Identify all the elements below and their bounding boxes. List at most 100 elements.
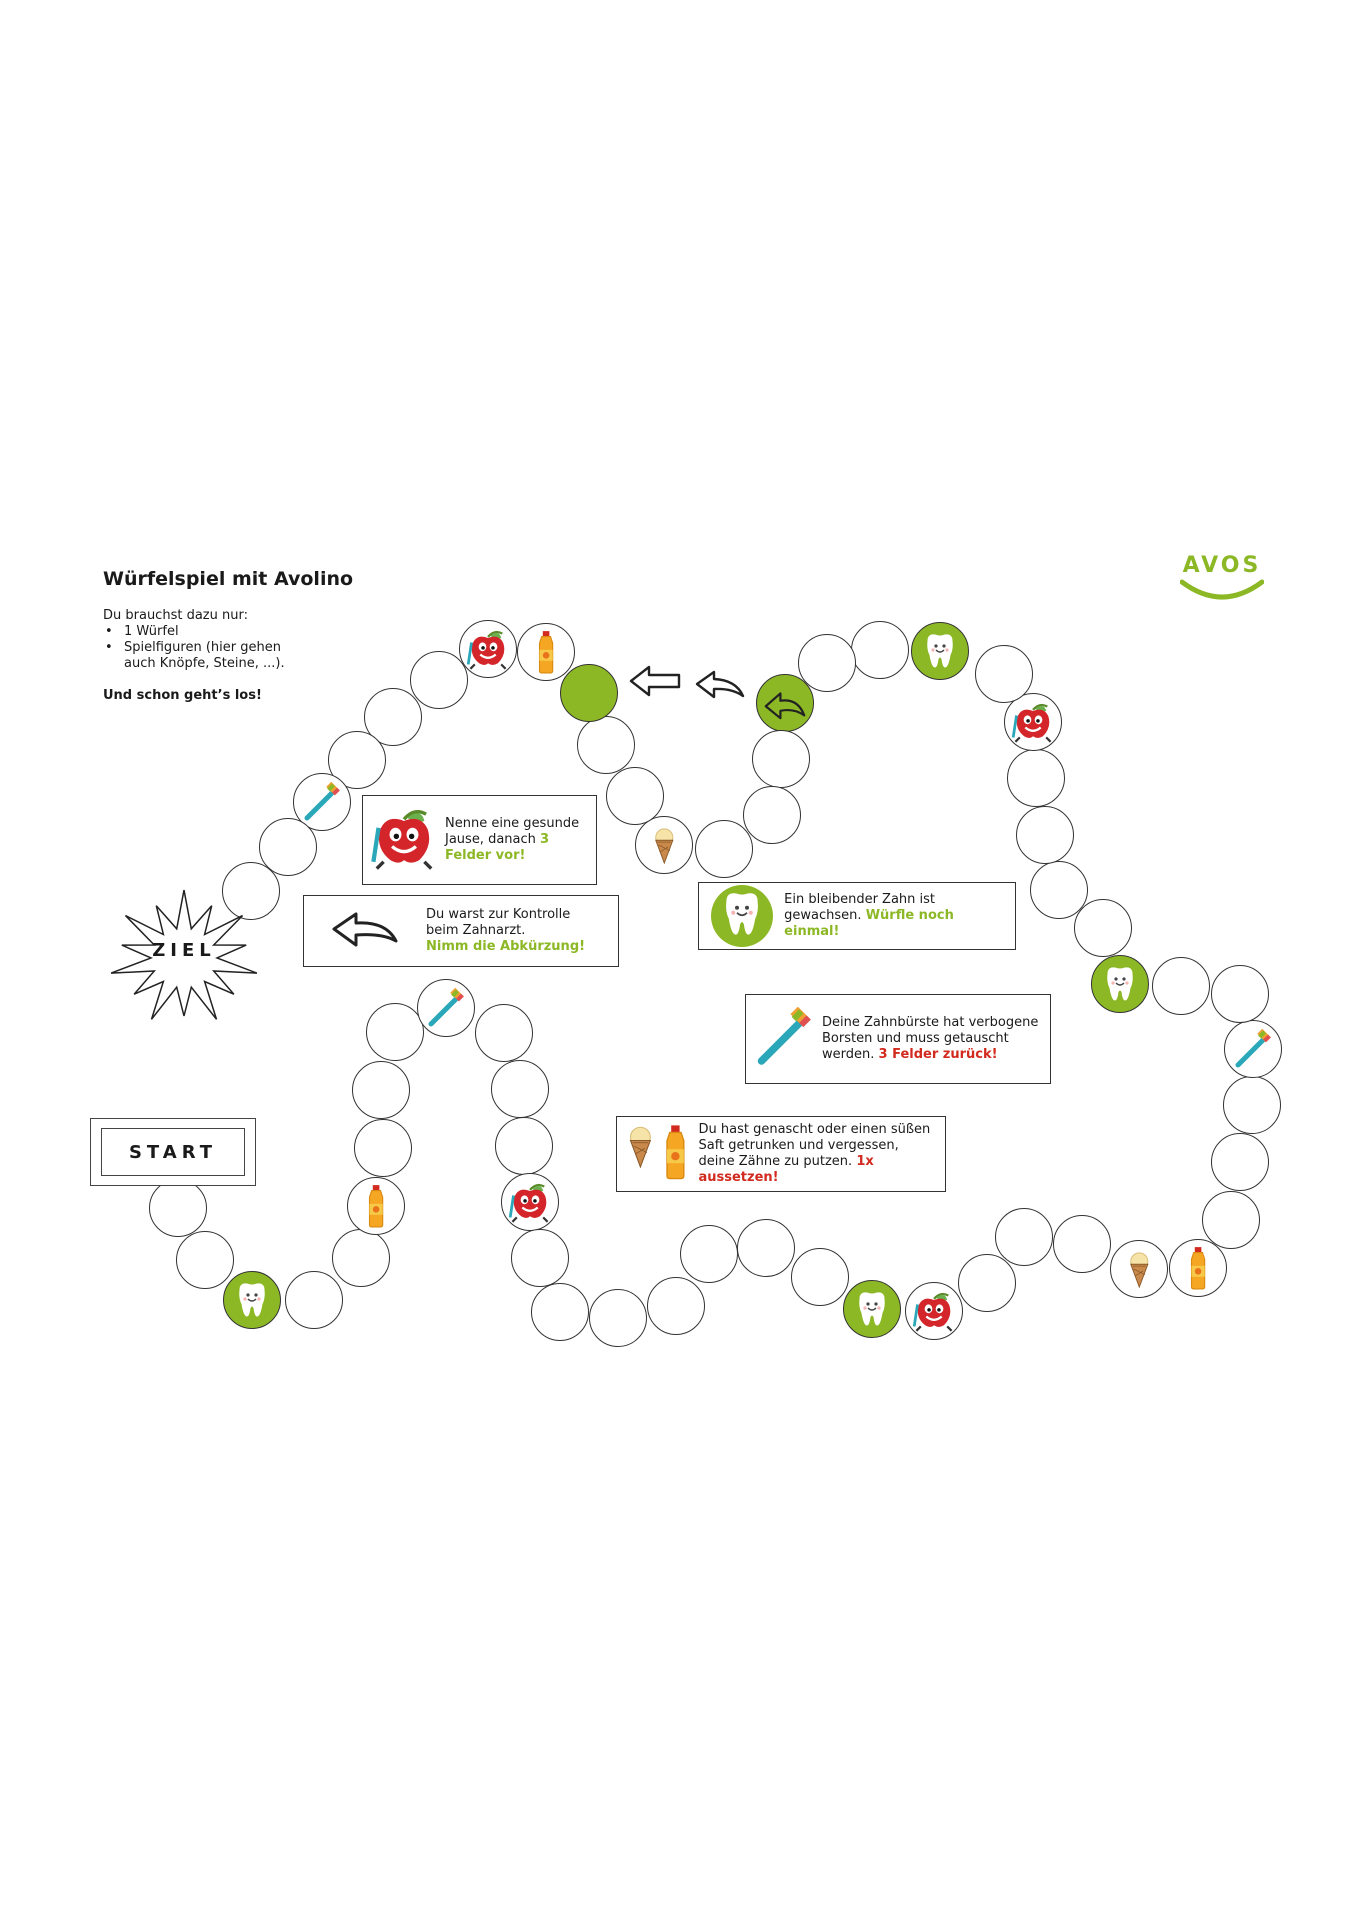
- tooth-icon: [1100, 964, 1140, 1004]
- field[interactable]: [695, 820, 753, 878]
- field-toothbrush[interactable]: [417, 979, 475, 1037]
- field[interactable]: [1053, 1215, 1111, 1273]
- shortcut-arrow-icon: [695, 670, 745, 699]
- ice-cream-icon: [625, 1124, 656, 1185]
- field[interactable]: [1074, 899, 1132, 957]
- card-kontrolle-text: Du warst zur Kontrolle beim Zahnarzt. Ni…: [426, 907, 586, 954]
- field[interactable]: [995, 1208, 1053, 1266]
- field-icecream[interactable]: [1110, 1240, 1168, 1298]
- toothbrush-icon: [1233, 1029, 1273, 1069]
- field[interactable]: [606, 767, 664, 825]
- field-shortcut-end[interactable]: [560, 664, 618, 722]
- tooth-icon: [852, 1289, 892, 1329]
- tooth-icon: [717, 889, 767, 944]
- field-juice[interactable]: [517, 623, 575, 681]
- goal-field[interactable]: ZIEL: [104, 888, 264, 1028]
- field-tooth[interactable]: [223, 1271, 281, 1329]
- card-jause-text: Nenne eine gesunde Jause, danach 3 Felde…: [445, 816, 580, 863]
- apple-mascot-icon: [370, 804, 438, 877]
- field[interactable]: [1152, 957, 1210, 1015]
- field[interactable]: [149, 1179, 207, 1237]
- field[interactable]: [352, 1061, 410, 1119]
- field[interactable]: [1211, 1133, 1269, 1191]
- field[interactable]: [475, 1004, 533, 1062]
- field[interactable]: [491, 1060, 549, 1118]
- field-tooth[interactable]: [911, 622, 969, 680]
- field[interactable]: [680, 1225, 738, 1283]
- shortcut-arrow-icon: [629, 665, 681, 697]
- field[interactable]: [752, 730, 810, 788]
- card-genascht-text: Du hast genascht oder einen süßen Saft g…: [698, 1122, 931, 1185]
- field[interactable]: [958, 1254, 1016, 1312]
- juice-bottle-icon: [364, 1184, 388, 1228]
- apple-mascot-icon: [508, 1180, 552, 1224]
- field[interactable]: [1223, 1076, 1281, 1134]
- field[interactable]: [743, 786, 801, 844]
- field[interactable]: [1030, 861, 1088, 919]
- toothbrush-icon: [754, 1006, 814, 1072]
- juice-bottle-icon: [660, 1124, 691, 1185]
- goal-label: ZIEL: [152, 940, 216, 961]
- start-field[interactable]: START: [90, 1118, 256, 1186]
- field[interactable]: [975, 645, 1033, 703]
- card-kontrolle: Du warst zur Kontrolle beim Zahnarzt. Ni…: [303, 895, 619, 967]
- card-buerste: Deine Zahnbürste hat verbogene Borsten u…: [745, 994, 1051, 1084]
- field[interactable]: [259, 818, 317, 876]
- field[interactable]: [577, 716, 635, 774]
- intro-closing: Und schon geht’s los!: [103, 688, 262, 703]
- field[interactable]: [332, 1229, 390, 1287]
- toothbrush-icon: [426, 988, 466, 1028]
- apple-mascot-icon: [466, 627, 510, 671]
- field[interactable]: [647, 1277, 705, 1335]
- field-icecream[interactable]: [635, 816, 693, 874]
- card-zahn: Ein bleibender Zahn ist gewachsen. Würfl…: [698, 882, 1016, 950]
- field[interactable]: [737, 1219, 795, 1277]
- field[interactable]: [791, 1248, 849, 1306]
- field-shortcut-arrow[interactable]: [756, 674, 814, 732]
- field-apple[interactable]: [459, 620, 517, 678]
- start-label: START: [101, 1128, 245, 1176]
- materials-item: Spielfiguren (hier gehen auch Knöpfe, St…: [103, 640, 314, 672]
- field-apple[interactable]: [905, 1282, 963, 1340]
- field[interactable]: [1007, 749, 1065, 807]
- tooth-icon: [920, 631, 960, 671]
- field-toothbrush[interactable]: [1224, 1020, 1282, 1078]
- apple-mascot-icon: [1011, 700, 1055, 744]
- curved-arrow-icon: [763, 687, 807, 720]
- field[interactable]: [1016, 806, 1074, 864]
- field-apple[interactable]: [501, 1173, 559, 1231]
- tooth-icon: [232, 1280, 272, 1320]
- field-juice[interactable]: [1169, 1239, 1227, 1297]
- avos-logo: AVOS: [1179, 553, 1265, 604]
- field[interactable]: [176, 1231, 234, 1289]
- field[interactable]: [511, 1229, 569, 1287]
- field[interactable]: [495, 1117, 553, 1175]
- field-tooth[interactable]: [1091, 955, 1149, 1013]
- field[interactable]: [366, 1003, 424, 1061]
- juice-bottle-icon: [1186, 1246, 1210, 1290]
- materials-item: 1 Würfel: [103, 624, 314, 640]
- field[interactable]: [354, 1119, 412, 1177]
- logo-text: AVOS: [1182, 553, 1262, 578]
- ice-cream-icon: [651, 826, 678, 864]
- tooth-badge: [710, 885, 773, 947]
- curved-arrow-icon: [332, 912, 398, 947]
- card-genascht: Du hast genascht oder einen süßen Saft g…: [616, 1116, 946, 1192]
- field-apple[interactable]: [1004, 693, 1062, 751]
- field[interactable]: [531, 1283, 589, 1341]
- field-tooth[interactable]: [843, 1280, 901, 1338]
- field[interactable]: [1211, 965, 1269, 1023]
- field[interactable]: [410, 651, 468, 709]
- field[interactable]: [222, 862, 280, 920]
- field[interactable]: [285, 1271, 343, 1329]
- field-juice[interactable]: [347, 1177, 405, 1235]
- card-jause: Nenne eine gesunde Jause, danach 3 Felde…: [362, 795, 597, 885]
- field[interactable]: [1202, 1191, 1260, 1249]
- materials-list: 1 Würfel Spielfiguren (hier gehen auch K…: [103, 624, 314, 672]
- field[interactable]: [798, 634, 856, 692]
- field[interactable]: [851, 621, 909, 679]
- field[interactable]: [589, 1289, 647, 1347]
- juice-bottle-icon: [534, 630, 558, 674]
- intro-lead: Du brauchst dazu nur:: [103, 608, 248, 623]
